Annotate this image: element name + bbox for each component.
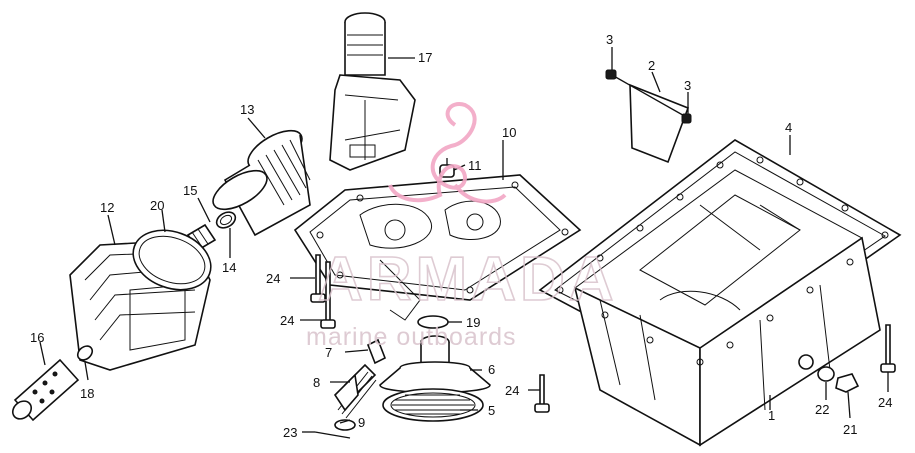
oil-filter-element: [212, 129, 311, 237]
drain-bolt: [817, 366, 860, 393]
callout-12: 12: [100, 200, 114, 215]
oil-strainer-pipe: [329, 12, 416, 171]
filter-cover: [69, 229, 212, 371]
pan-bolt-holes: [556, 156, 889, 366]
callout-23: 23: [283, 425, 297, 440]
callout-16: 16: [30, 330, 44, 345]
callout-8: 8: [313, 375, 320, 390]
oil-pump-body: [293, 174, 582, 321]
callout-3: 3: [606, 32, 613, 47]
relief-valve-parts: [314, 338, 387, 439]
callout-6: 6: [488, 362, 495, 377]
callout-3: 3: [684, 78, 691, 93]
callout-24: 24: [266, 271, 280, 286]
callout-24: 24: [878, 395, 892, 410]
watermark-tagline: marine outboards: [306, 323, 517, 351]
relief-screen: [11, 345, 94, 422]
callout-14: 14: [222, 260, 236, 275]
callout-10: 10: [502, 125, 516, 140]
callout-5: 5: [488, 403, 495, 418]
callout-15: 15: [183, 183, 197, 198]
callout-2: 2: [648, 58, 655, 73]
oil-pan: [538, 139, 902, 447]
callout-24: 24: [280, 313, 294, 328]
oil-strainer-screen: [379, 335, 491, 422]
callout-9: 9: [358, 415, 365, 430]
bolts-24: [310, 254, 896, 413]
callout-21: 21: [843, 422, 857, 437]
callout-19: 19: [466, 315, 480, 330]
callout-1: 1: [768, 408, 775, 423]
callout-24: 24: [505, 383, 519, 398]
callout-7: 7: [325, 345, 332, 360]
leader-lines: [39, 47, 889, 433]
baffle-plate: [605, 69, 692, 164]
callout-22: 22: [815, 402, 829, 417]
watermark: ARMADA marine outboards: [306, 102, 618, 351]
callout-numbers: 1 2 3 3 4 5 6 7 8 9 10 11 12 13 14 15 16…: [30, 32, 892, 440]
callout-11: 11: [468, 158, 482, 173]
callout-13: 13: [240, 102, 254, 117]
callout-4: 4: [785, 120, 792, 135]
watermark-brand: ARMADA: [318, 245, 618, 314]
watermark-logo: [388, 102, 507, 204]
callout-18: 18: [80, 386, 94, 401]
callout-17: 17: [418, 50, 432, 65]
callout-20: 20: [150, 198, 164, 213]
